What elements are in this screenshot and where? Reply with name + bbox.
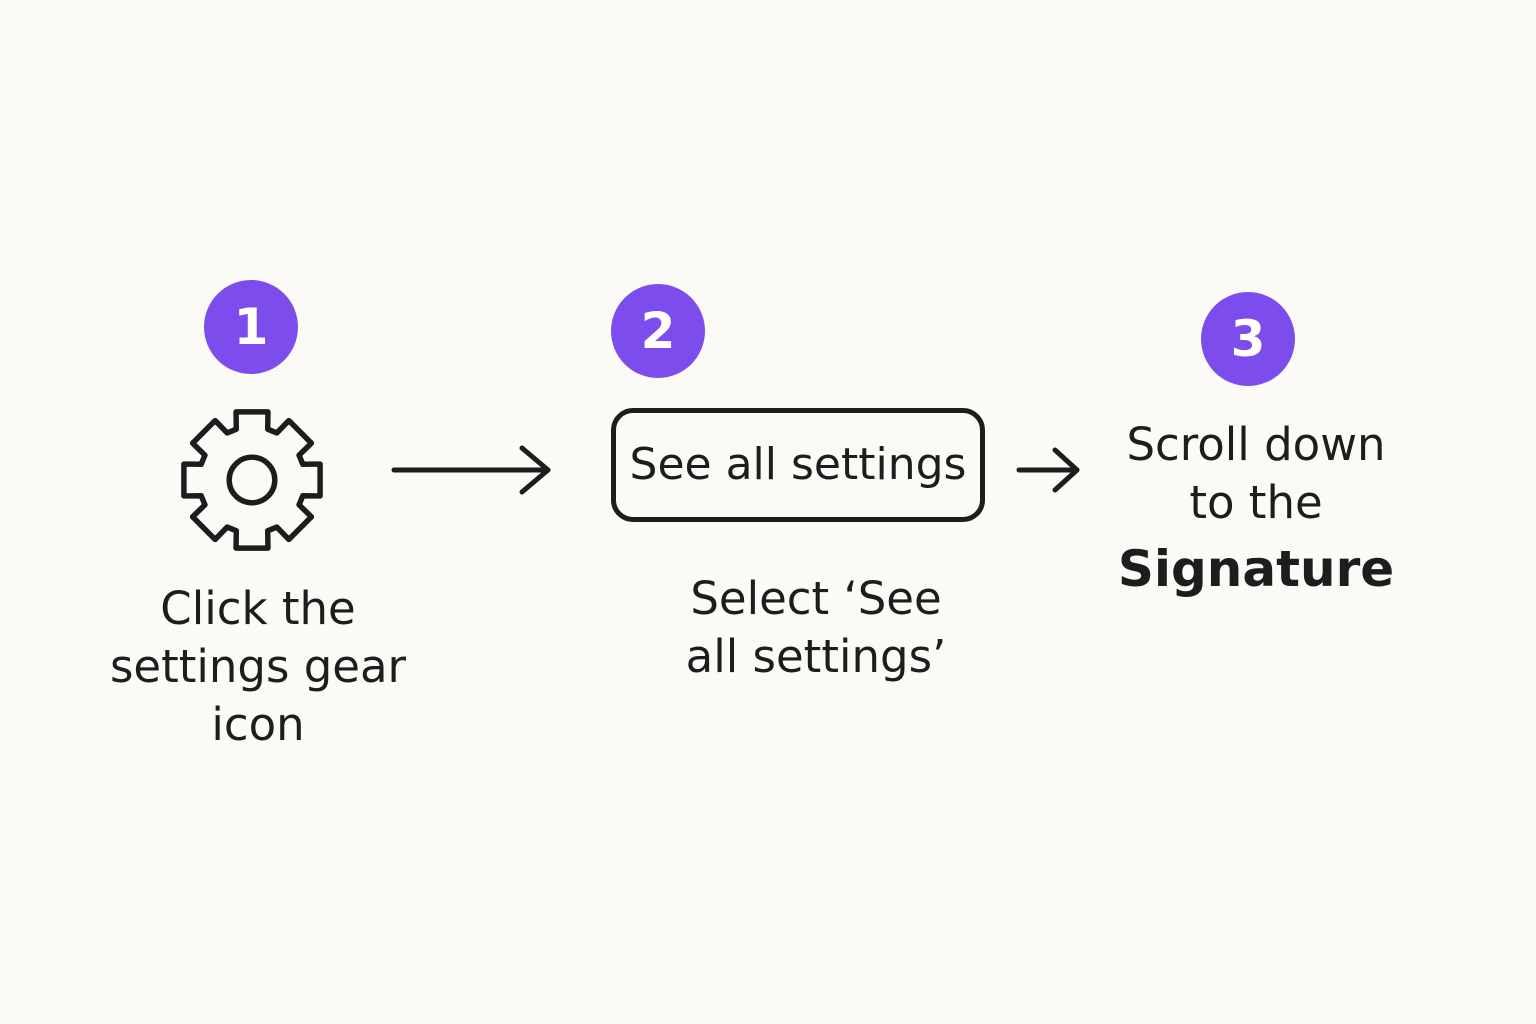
see-all-settings-button[interactable]: See all settings (611, 408, 985, 522)
signature-label: Signature (1117, 540, 1395, 598)
arrow-right-icon (1016, 447, 1080, 493)
gear-icon[interactable] (176, 404, 328, 556)
arrow-right-icon (391, 445, 551, 495)
step-2-badge: 2 (611, 284, 705, 378)
step-1-caption-line-3: icon (211, 698, 305, 751)
step-1-caption-line-2: settings gear (109, 640, 407, 693)
step-3-caption-line-2: to the (1189, 476, 1323, 529)
step-2-caption-line-2: all settings’ (685, 630, 947, 683)
step-3-badge: 3 (1201, 292, 1295, 386)
step-1-badge: 1 (204, 280, 298, 374)
step-2-caption: Select ‘See all settings’ (636, 570, 996, 686)
step-1-caption-line-1: Click the (160, 582, 356, 635)
step-3-caption-line-1: Scroll down (1126, 418, 1386, 471)
step-3-caption: Scroll down to the Signature (1086, 416, 1426, 598)
step-1-caption: Click the settings gear icon (78, 580, 438, 754)
step-2-caption-line-1: Select ‘See (690, 572, 942, 625)
